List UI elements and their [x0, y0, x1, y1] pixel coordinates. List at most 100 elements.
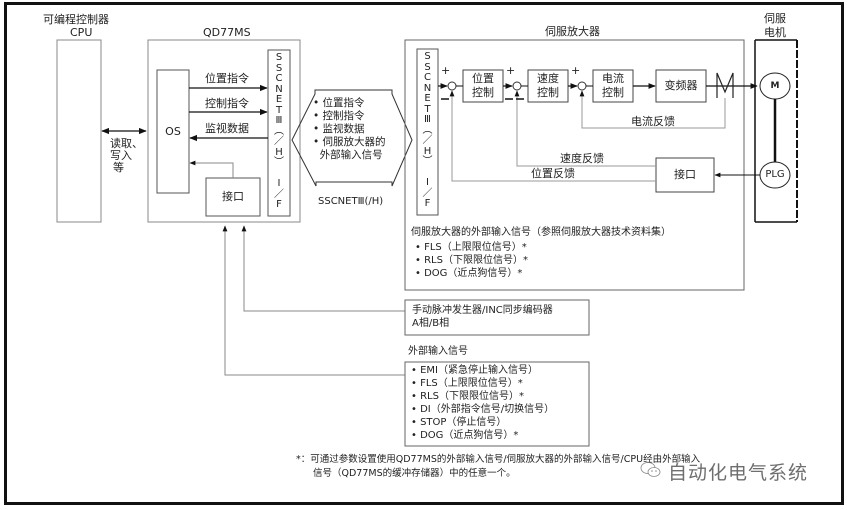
link-item: • 位置指令	[313, 97, 365, 109]
os-label: OS	[165, 124, 181, 138]
position-control-label: 位置 控制	[463, 70, 503, 102]
list-item: • EMI（紧急停止输入信号）	[411, 365, 538, 376]
link-item: • 控制指令	[313, 110, 365, 122]
block-text: 控制	[472, 86, 494, 99]
qd77-sscnet-column	[267, 49, 291, 217]
sscnet-char: S	[275, 52, 283, 63]
plus-sign: +	[441, 64, 451, 77]
sscnet-char: I	[277, 178, 281, 189]
position-feedback-line	[449, 90, 656, 182]
os-box	[156, 69, 190, 194]
qd77ms-title: QD77MS	[203, 26, 251, 39]
plus-sign: +	[506, 64, 516, 77]
manual-pulse-line: 手动脉冲发生器/INC同步编码器	[412, 305, 553, 316]
sscnet-char: ／	[422, 135, 433, 146]
servo-sscnet-column	[416, 48, 439, 216]
motor-subtitle: 电机	[764, 26, 786, 39]
list-item: • FLS（上限限位信号）*	[411, 378, 523, 389]
signal-position-command: 位置指令	[205, 72, 249, 85]
current-feedback-label: 电流反馈	[631, 115, 675, 128]
servo-interface-label: 接口	[674, 168, 696, 181]
outer-frame	[4, 2, 844, 505]
inverter-label: 变频器	[664, 79, 698, 92]
current-control-label: 电流 控制	[593, 70, 633, 102]
sscnet-char: S	[275, 62, 283, 74]
read-write-label: 读取、 写入 等	[110, 138, 143, 174]
qd77-interface-label: 接口	[222, 190, 244, 203]
motor-label: M	[770, 81, 780, 91]
read-write-line: 等	[113, 161, 124, 174]
motor-title: 伺服	[764, 12, 786, 25]
list-item: • RLS（下限限位信号）*	[415, 255, 528, 266]
sscnet-char: Ⅲ	[275, 115, 283, 126]
block-text: 控制	[602, 86, 624, 99]
list-item: • DOG（近点狗信号）*	[415, 268, 523, 279]
watermark-text: 自动化电气系统	[668, 462, 809, 484]
sscnet-char: N	[423, 82, 432, 94]
sscnet-char: F	[424, 198, 431, 209]
plus-sign: +	[571, 64, 581, 77]
plc-title: 可编程控制器	[43, 13, 109, 26]
manual-pulse-connector	[241, 225, 405, 312]
external-input-title: 外部输入信号	[408, 346, 468, 357]
signal-monitor-data: 监视数据	[205, 122, 249, 135]
servo-amp-title: 伺服放大器	[545, 25, 600, 38]
manual-pulse-line: A相/B相	[412, 318, 450, 329]
sscnet-char: E	[275, 94, 283, 105]
external-input-connector	[222, 225, 405, 376]
speed-feedback-label: 速度反馈	[560, 152, 604, 165]
footnote-line-1: *：可通过参数设置使用QD77MS的外部输入信号/伺服放大器的外部输入信号/CP…	[296, 454, 701, 465]
current-feedback-line	[579, 90, 726, 129]
signal-control-command: 控制指令	[205, 97, 249, 110]
list-item: • FLS（上限限位信号）*	[415, 242, 527, 253]
list-item: • STOP（停止信号）	[411, 417, 507, 428]
qd77ms-box	[147, 39, 301, 223]
speed-feedback-line	[514, 90, 656, 167]
sscnet-char: ／	[274, 136, 284, 147]
sscnet-char: Ⅲ	[424, 114, 431, 125]
block-text: 电流	[602, 72, 624, 85]
footnote-line-2: 信号（QD77MS的缓冲存储器）中的任意一个。	[313, 468, 516, 479]
list-item: • RLS（下限限位信号）*	[411, 391, 524, 402]
wechat-icon	[640, 462, 661, 477]
sscnet-char: ／	[422, 187, 433, 199]
sscnet-char: H	[423, 145, 432, 157]
sscnet-char: N	[275, 83, 283, 95]
sscnet-char: ︵	[422, 124, 433, 136]
block-text: 控制	[537, 86, 559, 99]
manual-pulse-box	[404, 299, 590, 336]
sscnet-char: S	[424, 51, 431, 62]
servo-interface-box	[655, 157, 715, 193]
list-item: • DOG（近点狗信号）*	[411, 430, 519, 441]
sscnet-caption: SSCNETⅢ(/H)	[318, 196, 384, 207]
interface-os-arrow	[189, 160, 234, 178]
cpu-box	[56, 39, 102, 223]
sscnet-char: T	[275, 104, 283, 116]
sscnet-char: C	[424, 72, 431, 83]
link-item: 外部输入信号	[313, 149, 383, 161]
sscnet-char: F	[276, 199, 282, 210]
servo-amp-box	[404, 39, 745, 291]
sscnet-char: ︶	[274, 157, 284, 168]
sscnet-char: C	[275, 73, 283, 84]
external-input-box	[404, 361, 590, 447]
sscnet-char: I	[426, 177, 429, 188]
summing-junction-speed	[512, 81, 522, 91]
servo-external-inputs-title: 伺服放大器的外部输入信号（参照伺服放大器技术资料集）	[411, 227, 671, 238]
read-write-line: 读取、	[110, 137, 143, 150]
block-text: 位置	[472, 72, 494, 85]
speed-control-label: 速度 控制	[528, 70, 568, 102]
sscnet-char: ︵	[274, 125, 284, 137]
link-item: • 伺服放大器的	[313, 136, 386, 148]
manual-pulse-text: 手动脉冲发生器/INC同步编码器 A相/B相	[412, 304, 553, 330]
block-text: 速度	[537, 72, 559, 85]
sscnet-char: ／	[274, 188, 284, 200]
external-input-list: • EMI（紧急停止输入信号） • FLS（上限限位信号）* • RLS（下限限…	[411, 364, 554, 442]
plc-subtitle: CPU	[70, 26, 93, 39]
sscnet-char: ︶	[422, 156, 433, 167]
encoder-label: PLG	[765, 169, 785, 180]
sscnet-link-shape	[291, 89, 413, 187]
link-signal-list: • 位置指令 • 控制指令 • 监视数据 • 伺服放大器的 外部输入信号	[313, 97, 386, 162]
position-feedback-label: 位置反馈	[531, 167, 575, 180]
